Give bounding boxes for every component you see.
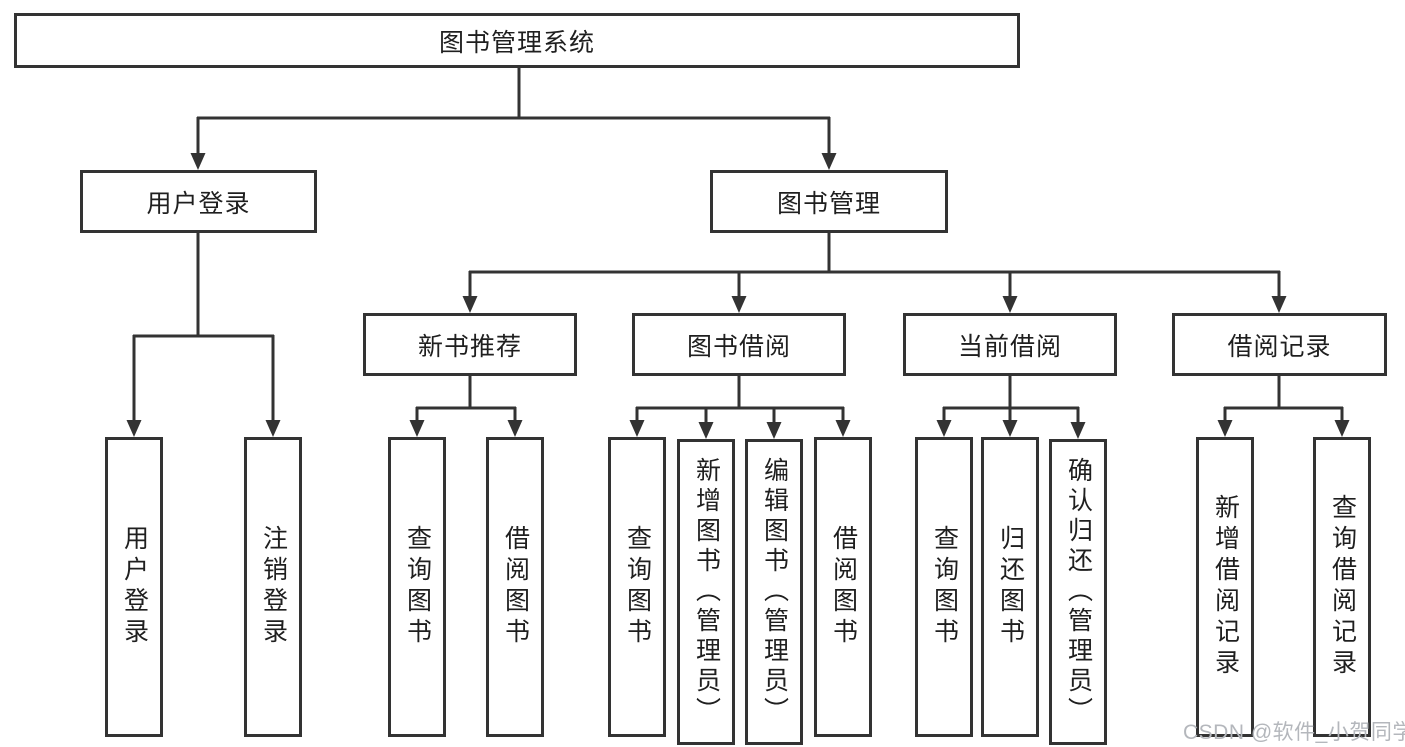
node-label: 借阅记录 (1227, 332, 1332, 361)
node-label: 新增借阅记录 (1211, 494, 1240, 680)
node-label: 新增图书（管理员） (692, 457, 721, 727)
node-label: 编辑图书（管理员） (760, 457, 789, 727)
node-book-management: 图书管理 (710, 170, 948, 233)
node-label: 借阅图书 (829, 525, 858, 649)
node-label: 新书推荐 (417, 332, 522, 361)
leaf-confirm-return-admin: 确认归还（管理员） (1049, 439, 1107, 745)
leaf-user-login: 用户登录 (105, 437, 163, 737)
node-current-borrowing: 当前借阅 (903, 313, 1117, 376)
node-label: 确认归还（管理员） (1064, 457, 1093, 727)
arrowheads (126, 153, 1350, 439)
leaf-edit-books-admin: 编辑图书（管理员） (745, 439, 803, 745)
node-label: 图书借阅 (686, 332, 791, 361)
leaf-query-books-borrowing: 查询图书 (608, 437, 666, 737)
leaf-return-books: 归还图书 (981, 437, 1039, 737)
leaf-borrow-books: 借阅图书 (814, 437, 872, 737)
leaf-logout: 注销登录 (244, 437, 302, 737)
node-label: 注销登录 (259, 525, 288, 649)
leaf-borrow-books-recommend: 借阅图书 (486, 437, 544, 737)
node-new-book-recommendation: 新书推荐 (363, 313, 577, 376)
node-label: 查询借阅记录 (1328, 494, 1357, 680)
node-label: 查询图书 (623, 525, 652, 649)
leaf-add-borrow-record: 新增借阅记录 (1196, 437, 1254, 737)
node-label: 用户登录 (120, 525, 149, 649)
node-label: 查询图书 (403, 525, 432, 649)
node-label: 当前借阅 (957, 332, 1062, 361)
node-label: 用户登录 (146, 189, 251, 218)
node-label: 归还图书 (996, 525, 1025, 649)
csdn-watermark: CSDN @软件_小贺同学 (1183, 721, 1405, 744)
leaf-add-books-admin: 新增图书（管理员） (677, 439, 735, 745)
node-label: 图书管理系统 (438, 28, 595, 57)
node-library-management-system: 图书管理系统 (14, 13, 1020, 68)
leaf-query-borrow-record: 查询借阅记录 (1313, 437, 1371, 737)
node-user-login: 用户登录 (80, 170, 317, 233)
leaf-query-books-current: 查询图书 (915, 437, 973, 737)
leaf-query-books-recommend: 查询图书 (388, 437, 446, 737)
node-label: 图书管理 (776, 189, 881, 218)
node-label: 查询图书 (930, 525, 959, 649)
node-book-borrowing: 图书借阅 (632, 313, 846, 376)
node-borrowing-records: 借阅记录 (1172, 313, 1387, 376)
node-label: 借阅图书 (501, 525, 530, 649)
